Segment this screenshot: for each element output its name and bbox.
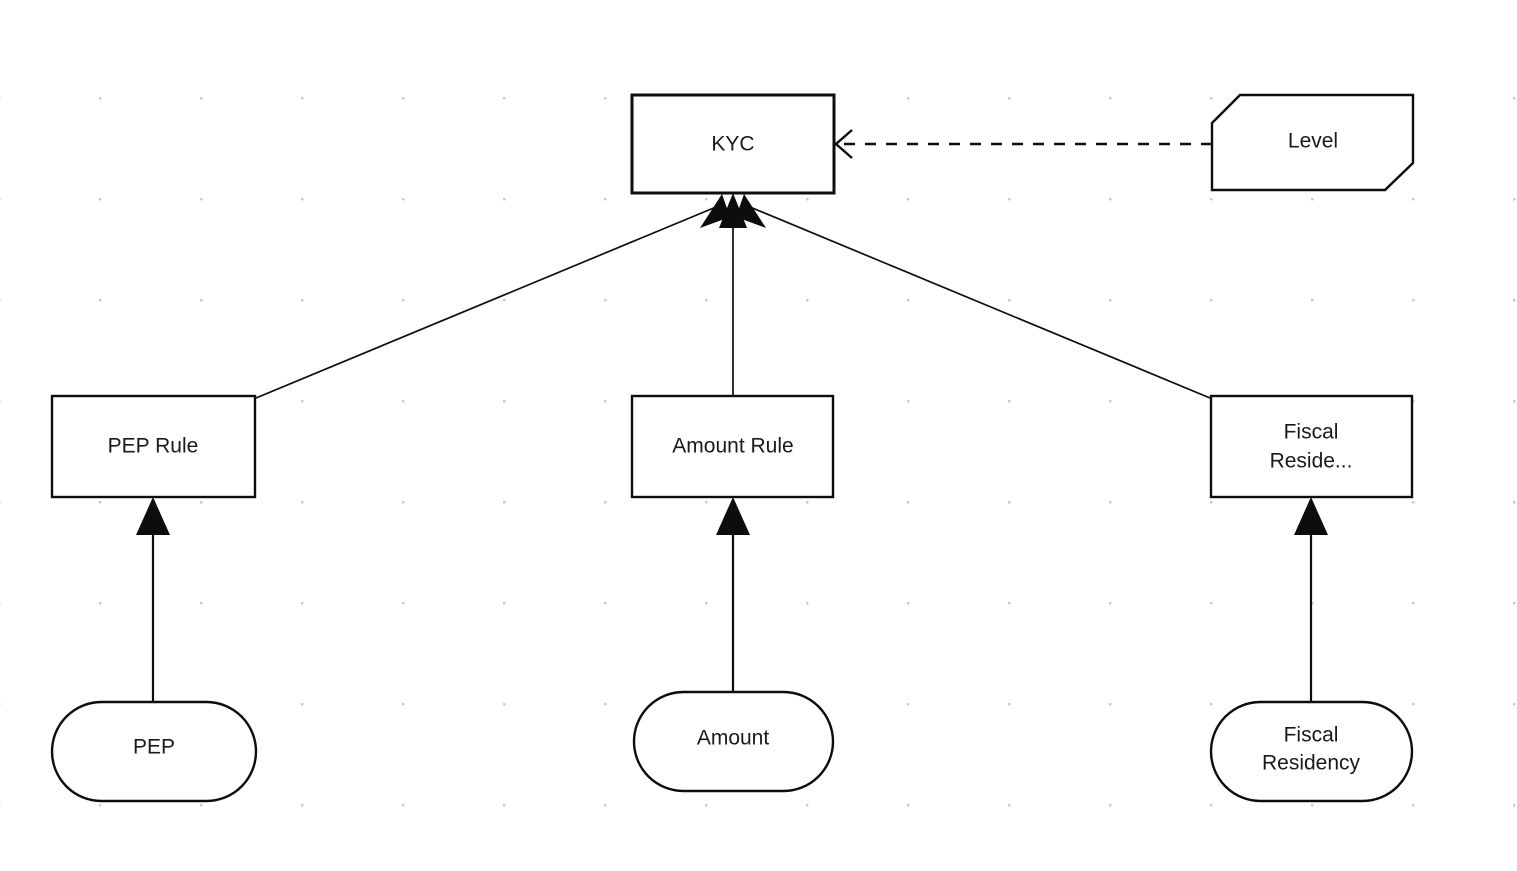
node-pep-rule[interactable]: PEP Rule <box>50 394 257 499</box>
node-kyc-label: KYC <box>711 133 754 156</box>
node-level[interactable]: Level <box>1210 93 1415 192</box>
node-pep[interactable]: PEP <box>50 700 258 803</box>
node-fiscal-residence-rule-label-line1: Fiscal <box>1284 421 1339 444</box>
node-amount-label: Amount <box>697 727 770 750</box>
edge-line <box>749 206 1211 399</box>
edge-amount-to-amount-rule[interactable] <box>716 497 750 692</box>
node-fiscal-residence-rule[interactable]: Fiscal Reside... <box>1209 394 1414 499</box>
node-amount-rule-shape <box>630 394 835 499</box>
node-fiscal-residence-rule-label-line2: Reside... <box>1270 450 1353 473</box>
edge-fiscal-rule-to-kyc[interactable] <box>736 194 1211 399</box>
node-fiscal-residency-shape <box>1209 700 1414 803</box>
node-fiscal-residency[interactable]: Fiscal Residency <box>1209 700 1414 803</box>
edge-level-to-kyc[interactable] <box>834 129 1212 159</box>
node-layer: KYC Level PEP Rule Amount Rule Fiscal <box>50 93 1415 803</box>
node-pep-shape <box>50 700 258 803</box>
node-kyc-shape <box>630 93 836 195</box>
arrowhead-open-v-icon <box>834 129 853 159</box>
arrowhead-filled-triangle-icon <box>1294 497 1328 535</box>
node-fiscal-residence-rule-shape <box>1209 394 1414 499</box>
node-fiscal-residency-label-line2: Residency <box>1262 752 1361 775</box>
node-level-shape <box>1210 93 1415 192</box>
node-amount-shape <box>632 690 835 793</box>
node-amount-rule-label: Amount Rule <box>672 435 793 458</box>
edge-line <box>255 206 717 399</box>
arrowhead-filled-triangle-icon <box>716 497 750 535</box>
arrowhead-filled-triangle-icon <box>136 497 170 535</box>
arrowhead-filled-triangle-icon <box>736 194 766 228</box>
arrowhead-filled-triangle-icon <box>719 193 747 228</box>
node-pep-label: PEP <box>133 736 175 759</box>
edge-pep-rule-to-kyc[interactable] <box>255 194 730 399</box>
node-level-label: Level <box>1288 130 1338 153</box>
edge-layer <box>136 129 1328 702</box>
node-amount-rule[interactable]: Amount Rule <box>630 394 835 499</box>
edge-pep-to-pep-rule[interactable] <box>136 497 170 702</box>
edge-fiscal-residency-to-fiscal-rule[interactable] <box>1294 497 1328 702</box>
node-fiscal-residency-label-line1: Fiscal <box>1284 724 1339 747</box>
node-kyc[interactable]: KYC <box>630 93 836 195</box>
node-pep-rule-shape <box>50 394 257 499</box>
edge-amount-rule-to-kyc[interactable] <box>719 193 747 396</box>
node-amount[interactable]: Amount <box>632 690 835 793</box>
node-pep-rule-label: PEP Rule <box>108 435 199 458</box>
